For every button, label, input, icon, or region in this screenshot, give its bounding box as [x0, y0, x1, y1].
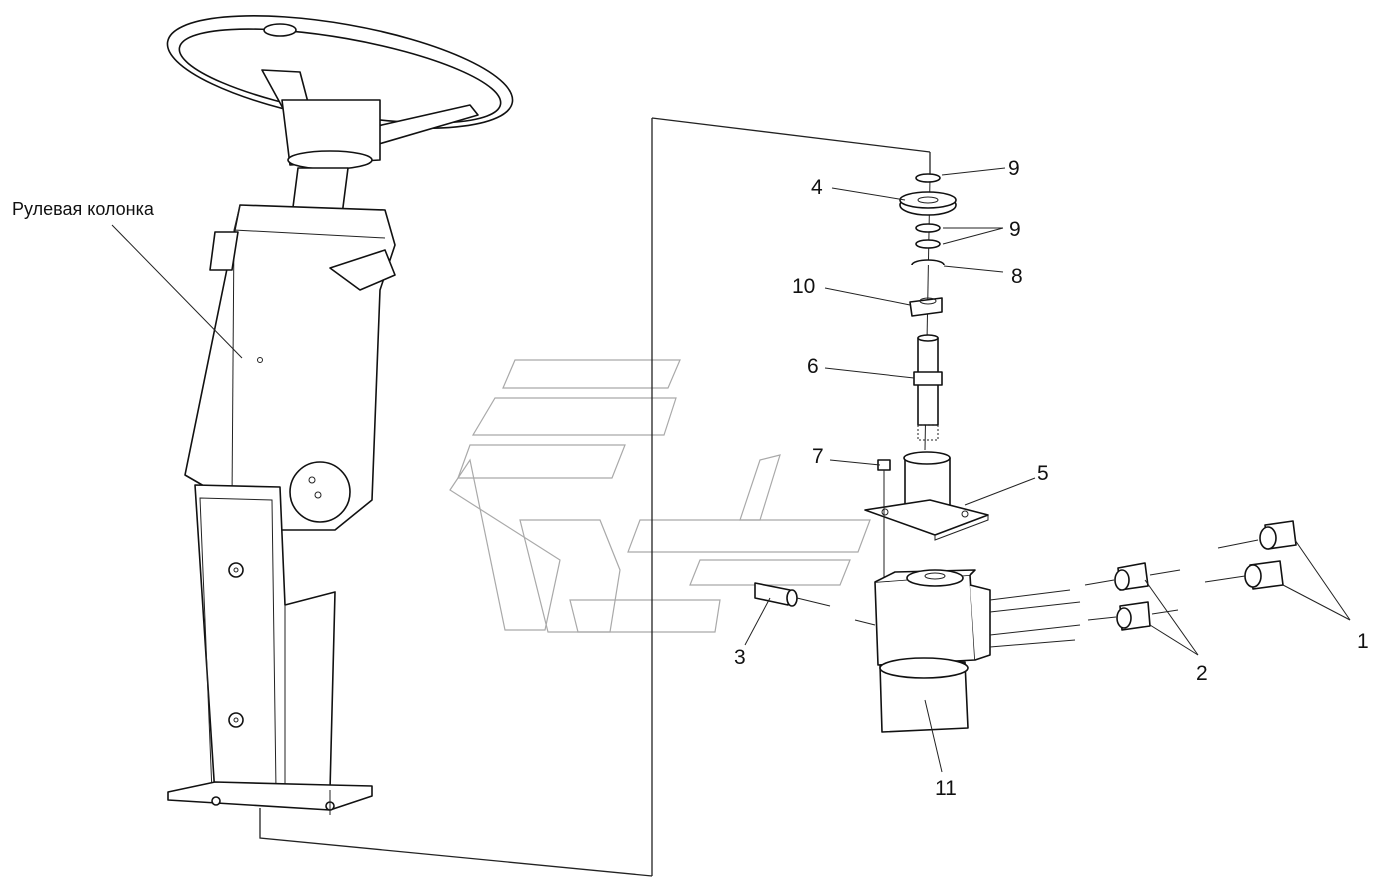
- part-8-circlip: [911, 259, 945, 266]
- callout-11: 11: [935, 777, 957, 800]
- part-9-snap-ring-top: [915, 173, 941, 183]
- part-9-ring-a: [915, 223, 941, 233]
- callout-9-middle: 9: [1009, 218, 1021, 241]
- callout-8: 8: [1011, 265, 1023, 288]
- part-3-fitting: [754, 582, 791, 606]
- steering-column: [166, 15, 514, 815]
- steering-wheel-hub: [281, 99, 381, 166]
- column-base-plate: [167, 781, 373, 811]
- part-11-steering-unit: [874, 574, 976, 666]
- callout-9-top: 9: [1008, 157, 1020, 180]
- exploded-parts: [754, 173, 1297, 733]
- callout-10: 10: [792, 275, 815, 298]
- callout-leaders: [744, 167, 1351, 773]
- part-7-bolt: [877, 459, 891, 471]
- callout-7: 7: [812, 445, 824, 468]
- assembly-label: Рулевая колонка: [12, 199, 155, 219]
- sheet-outline: [259, 117, 931, 877]
- part-9-ring-b: [915, 239, 941, 249]
- callout-1: 1: [1357, 630, 1369, 653]
- column-lower-housing: [194, 484, 336, 796]
- callout-6: 6: [807, 355, 819, 378]
- column-pivot: [289, 461, 351, 523]
- part-10-bearing: [909, 297, 943, 317]
- callout-4: 4: [811, 176, 823, 199]
- callout-5: 5: [1037, 462, 1049, 485]
- watermark-logo: [449, 359, 871, 633]
- callout-2: 2: [1196, 662, 1208, 685]
- callout-3: 3: [734, 646, 746, 669]
- assembly-leader: [111, 224, 243, 359]
